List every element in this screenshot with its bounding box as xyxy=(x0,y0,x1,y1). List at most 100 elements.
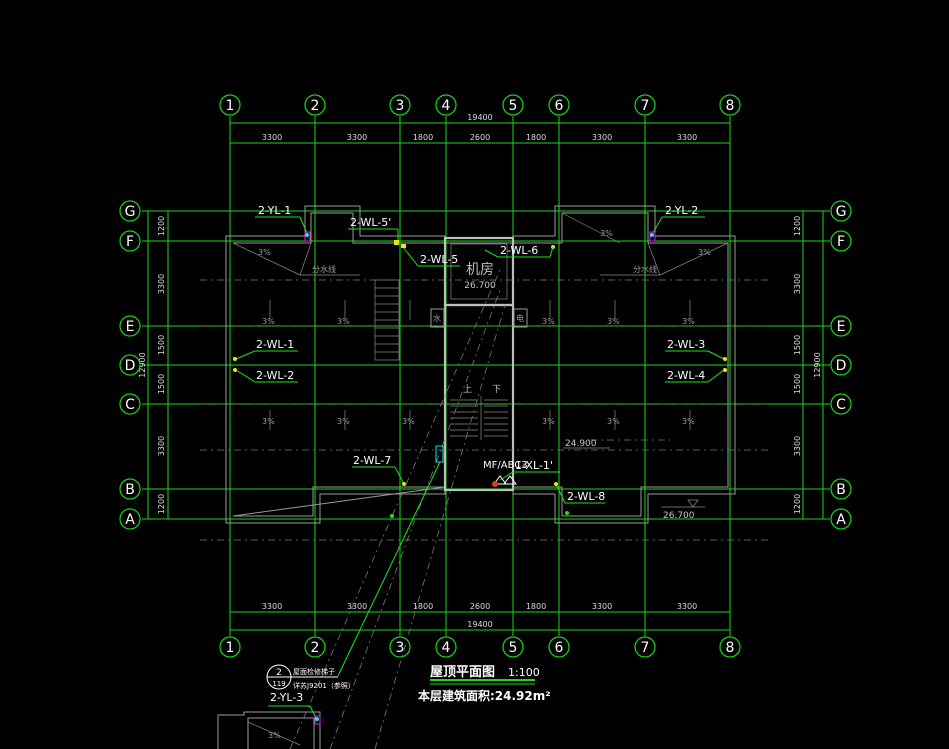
axis-label-left-B: B xyxy=(125,482,135,498)
slope-label: 3% xyxy=(542,417,555,426)
slope-label: 3% xyxy=(258,248,271,257)
axis-label-left-C: C xyxy=(125,397,135,413)
elevation-mark-1: 24.900 xyxy=(563,439,610,449)
dim-overall-bottom: 19400 xyxy=(467,620,492,629)
detail-ref-sheet: 119 xyxy=(272,680,285,688)
dim-right-seg-6: 1200 xyxy=(793,494,802,514)
stair-up-label: 上 xyxy=(463,384,472,395)
axis-label-right-E: E xyxy=(837,319,846,335)
axis-bubbles-bottom: 1 2 3 4 5 6 7 8 xyxy=(219,636,741,658)
dim-left-seg-6: 1200 xyxy=(157,494,166,514)
drawing-scale: 1:100 xyxy=(508,666,540,679)
dim-right-seg-4: 1500 xyxy=(793,374,802,394)
dim-bottom-seg-7: 3300 xyxy=(677,602,697,611)
slope-label: 3% xyxy=(600,229,613,238)
axis-bubbles-left: G F E D C B A xyxy=(119,200,141,530)
axis-label-top-7: 7 xyxy=(641,98,650,114)
dim-left-seg-2: 3300 xyxy=(157,274,166,294)
dim-top-seg-2: 3300 xyxy=(347,133,367,142)
slope-label: 3% xyxy=(337,317,350,326)
pipe-label-wl5p: 2-WL-5' xyxy=(350,216,391,229)
pipe-symbol-yl2 xyxy=(649,231,656,242)
pipe-leaders xyxy=(233,216,727,677)
machine-room-elev: 26.700 xyxy=(464,281,496,291)
water-box-label: 水 xyxy=(433,313,441,323)
extinguisher-label: MF/ABC3 xyxy=(483,460,528,471)
dim-bottom-seg-6: 3300 xyxy=(592,602,612,611)
dim-right-seg-1: 1200 xyxy=(793,216,802,236)
pipe-label-wl8: 2-WL-8 xyxy=(567,490,605,503)
dim-right-overall: 12900 xyxy=(813,352,822,377)
dim-left-overall: 12900 xyxy=(138,352,147,377)
pipe-label-wl3: 2-WL-3 xyxy=(667,338,705,351)
slope-label: 3% xyxy=(698,248,711,257)
axis-grid-horizontal xyxy=(142,210,830,520)
axis-label-bottom-5: 5 xyxy=(509,640,518,656)
pipe-label-wl6: 2-WL-6 xyxy=(500,244,538,257)
dim-top-seg-5: 1800 xyxy=(526,133,546,142)
dim-bottom-seg-1: 3300 xyxy=(262,602,282,611)
stair-treads-left xyxy=(374,279,400,361)
dim-right-seg-5: 3300 xyxy=(793,436,802,456)
dim-top-seg-7: 3300 xyxy=(677,133,697,142)
pipe-label-yl3: 2-YL-3 xyxy=(270,691,303,704)
pipe-labels: 2-YL-1 2-YL-2 2-WL-5' 2-WL-5 2-WL-6 2-WL… xyxy=(256,204,705,704)
slope-label: 3% xyxy=(682,317,695,326)
slope-labels: 3% 3% 3% 3% 3% 3% 3% 3% 3% 3% 3% 3% 3% 3… xyxy=(258,229,711,426)
slope-arrows xyxy=(269,300,691,430)
slope-label: 3% xyxy=(262,417,275,426)
axis-label-right-G: G xyxy=(836,204,847,220)
dim-top-seg-4: 2600 xyxy=(470,133,490,142)
roof-parapet-inner xyxy=(232,212,729,517)
dim-right-seg-3: 1500 xyxy=(793,335,802,355)
valley-label: 分水线 xyxy=(633,264,657,274)
roof-parapet-outer xyxy=(225,205,736,524)
dimension-lines xyxy=(147,122,824,631)
axis-label-top-8: 8 xyxy=(726,98,735,114)
pipe-label-xl1: 1-XL-1' xyxy=(515,459,553,472)
dim-left-seg-3: 1500 xyxy=(157,335,166,355)
detail-ref-number: 2 xyxy=(276,668,282,678)
axis-bubbles-right: G F E D C B A xyxy=(830,200,852,530)
dashed-lines xyxy=(200,269,770,749)
axis-label-left-F: F xyxy=(126,234,134,250)
axis-label-left-A: A xyxy=(125,512,135,528)
power-box xyxy=(513,308,528,328)
axis-label-top-3: 3 xyxy=(396,98,405,114)
lower-partial-plan: 3% xyxy=(217,705,321,749)
slope-label: 3% xyxy=(607,317,620,326)
axis-label-top-1: 1 xyxy=(226,98,235,114)
dim-top-seg-3: 1800 xyxy=(413,133,433,142)
dim-right-seg-2: 3300 xyxy=(793,274,802,294)
dimension-text: 19400 3300 3300 1800 2600 1800 3300 3300… xyxy=(138,113,822,629)
dim-left-seg-5: 3300 xyxy=(157,436,166,456)
slope-label: 3% xyxy=(607,417,620,426)
axis-label-top-4: 4 xyxy=(442,98,451,114)
building-outline: 水 电 xyxy=(225,205,736,524)
machine-room xyxy=(443,236,515,307)
axis-label-right-B: B xyxy=(836,482,846,498)
slope-label: 3% xyxy=(337,417,350,426)
axis-label-right-A: A xyxy=(836,512,846,528)
axis-label-top-2: 2 xyxy=(311,98,320,114)
axis-label-right-D: D xyxy=(836,358,847,374)
power-box-label: 电 xyxy=(516,313,524,323)
dim-bottom-seg-2: 3300 xyxy=(347,602,367,611)
drawing-title: 屋顶平面图 xyxy=(430,665,495,680)
pipe-label-wl7: 2-WL-7 xyxy=(353,454,391,467)
detail-ref-line2: 详苏J9201（参照） xyxy=(293,681,355,690)
elevation-mark-2: 26.700 xyxy=(661,499,705,521)
dim-top-seg-6: 3300 xyxy=(592,133,612,142)
slope-label: 3% xyxy=(262,317,275,326)
axis-label-left-E: E xyxy=(126,319,135,335)
axis-label-top-6: 6 xyxy=(555,98,564,114)
slope-label: 3% xyxy=(402,417,415,426)
pipe-label-wl4: 2-WL-4 xyxy=(667,369,705,382)
axis-label-bottom-3: 3 xyxy=(396,640,405,656)
pipe-label-wl5: 2-WL-5 xyxy=(420,253,458,266)
pipe-label-wl2: 2-WL-2 xyxy=(256,369,294,382)
axis-bubbles-top: 1 2 3 4 5 6 7 8 xyxy=(219,94,741,116)
axis-label-bottom-6: 6 xyxy=(555,640,564,656)
machine-room-name: 机房 xyxy=(466,262,494,278)
